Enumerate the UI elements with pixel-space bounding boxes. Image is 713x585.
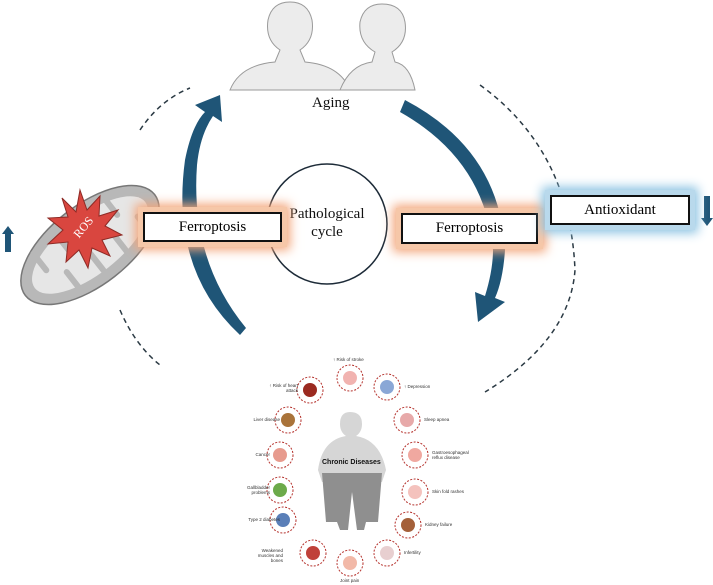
ferroptosis-left-box: Ferroptosis: [143, 212, 282, 242]
disease-organ-icon: [343, 371, 357, 385]
disease-organ-icon: [273, 448, 287, 462]
disease-label: Gastroesophageal reflux disease: [432, 450, 469, 460]
disease-label: Liver disease: [253, 417, 280, 422]
disease-label: Sleep apnea: [424, 417, 450, 422]
arrow-up-icon: [2, 226, 14, 252]
disease-label: ↑ Risk of stroke: [333, 357, 364, 362]
disease-organ-icon: [380, 380, 394, 394]
disease-organ-icon: [343, 556, 357, 570]
aging-faces-illustration: [229, 1, 416, 91]
curved-arrow-down-right: [400, 100, 505, 322]
disease-label: Weakened muscles and bones: [257, 548, 283, 563]
chronic-diseases-title: Chronic Diseases: [322, 459, 381, 466]
disease-organ-icon: [303, 383, 317, 397]
disease-organ-icon: [400, 413, 414, 427]
pathological-cycle-line2: cycle: [311, 224, 343, 240]
disease-organ-icon: [380, 546, 394, 560]
disease-organ-icon: [281, 413, 295, 427]
disease-label: Type 2 diabetes: [248, 517, 280, 522]
disease-label: Joint pain: [340, 578, 360, 583]
pathological-cycle-label: Pathological cycle: [284, 205, 370, 241]
disease-organ-icon: [273, 483, 287, 497]
curved-arrow-up-left: [182, 95, 246, 335]
disease-label: Cancer: [255, 452, 270, 457]
disease-organ-icon: [401, 518, 415, 532]
disease-label: ↑ Depression: [404, 384, 431, 389]
ferroptosis-right-box: Ferroptosis: [401, 213, 538, 244]
disease-label: ↑ Risk of heart attack: [269, 383, 298, 393]
disease-organ-icon: [306, 546, 320, 560]
chronic-diseases-figure: [266, 364, 429, 577]
arrow-down-icon: [701, 196, 713, 226]
ferroptosis-right-label: Ferroptosis: [435, 220, 504, 236]
antioxidant-label: Antioxidant: [584, 201, 656, 218]
disease-label: Kidney failure: [425, 522, 453, 527]
disease-organ-icon: [276, 513, 290, 527]
disease-label: Skin fold rashes: [432, 489, 465, 494]
disease-label: Infertility: [404, 550, 421, 555]
pathological-cycle-line1: Pathological: [289, 206, 365, 222]
ferroptosis-left-label: Ferroptosis: [178, 218, 247, 235]
aging-label: Aging: [312, 95, 350, 111]
disease-organ-icon: [408, 448, 422, 462]
person-silhouette: [318, 412, 386, 482]
antioxidant-box: Antioxidant: [550, 195, 690, 225]
ros-burst: [46, 188, 124, 270]
disease-label: Gallbladder problems: [246, 485, 270, 495]
disease-organ-icon: [408, 485, 422, 499]
